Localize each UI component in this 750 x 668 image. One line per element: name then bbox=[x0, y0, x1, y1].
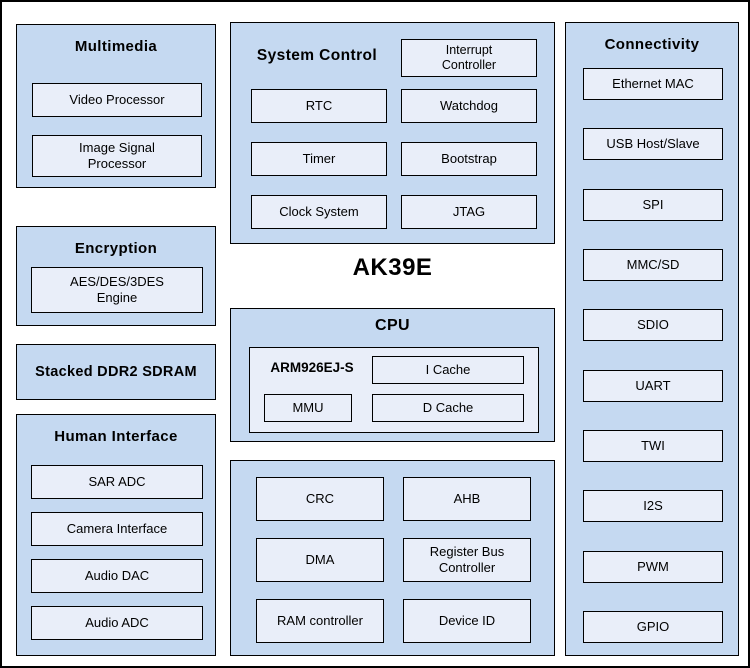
box-sdio: SDIO bbox=[583, 309, 723, 341]
box-watchdog: Watchdog bbox=[401, 89, 537, 123]
multimedia-block: Multimedia Video Processor Image Signal … bbox=[16, 24, 216, 188]
box-audio-dac: Audio DAC bbox=[31, 559, 203, 593]
box-image-signal-processor: Image Signal Processor bbox=[32, 135, 202, 177]
box-aes-des-engine: AES/DES/3DES Engine bbox=[31, 267, 203, 313]
multimedia-title: Multimedia bbox=[74, 38, 158, 55]
box-d-cache: D Cache bbox=[372, 394, 524, 422]
box-sar-adc: SAR ADC bbox=[31, 465, 203, 499]
box-pwm: PWM bbox=[583, 551, 723, 583]
connectivity-block: Connectivity Ethernet MAC USB Host/Slave… bbox=[565, 22, 739, 656]
cpu-title: CPU bbox=[375, 317, 410, 334]
box-gpio: GPIO bbox=[583, 611, 723, 643]
box-mmu: MMU bbox=[264, 394, 352, 422]
box-rtc: RTC bbox=[251, 89, 387, 123]
box-i-cache: I Cache bbox=[372, 356, 524, 384]
box-ahb: AHB bbox=[403, 477, 531, 521]
box-usb-host-slave: USB Host/Slave bbox=[583, 128, 723, 160]
human-interface-block: Human Interface SAR ADC Camera Interface… bbox=[16, 414, 216, 656]
box-twi: TWI bbox=[583, 430, 723, 462]
cpu-core-subblock: ARM926EJ-S I Cache MMU D Cache bbox=[249, 347, 539, 433]
box-audio-adc: Audio ADC bbox=[31, 606, 203, 640]
box-bootstrap: Bootstrap bbox=[401, 142, 537, 176]
box-interrupt-controller: Interrupt Controller bbox=[401, 39, 537, 77]
chip-title: AK39E bbox=[352, 254, 433, 281]
human-interface-title: Human Interface bbox=[54, 428, 178, 445]
box-i2s: I2S bbox=[583, 490, 723, 522]
sdram-block: Stacked DDR2 SDRAM bbox=[16, 344, 216, 400]
cpu-block: CPU ARM926EJ-S I Cache MMU D Cache bbox=[230, 308, 555, 442]
box-ram-controller: RAM controller bbox=[256, 599, 384, 643]
encryption-block: Encryption AES/DES/3DES Engine bbox=[16, 226, 216, 326]
box-camera-interface: Camera Interface bbox=[31, 512, 203, 546]
system-control-title: System Control bbox=[256, 47, 378, 64]
box-uart: UART bbox=[583, 370, 723, 402]
box-register-bus-controller: Register Bus Controller bbox=[403, 538, 531, 582]
box-ethernet-mac: Ethernet MAC bbox=[583, 68, 723, 100]
box-jtag: JTAG bbox=[401, 195, 537, 229]
box-device-id: Device ID bbox=[403, 599, 531, 643]
box-mmc-sd: MMC/SD bbox=[583, 249, 723, 281]
connectivity-title: Connectivity bbox=[604, 36, 700, 53]
encryption-title: Encryption bbox=[74, 240, 158, 257]
box-crc: CRC bbox=[256, 477, 384, 521]
bus-matrix-block: CRC AHB DMA Register Bus Controller RAM … bbox=[230, 460, 555, 656]
box-clock-system: Clock System bbox=[251, 195, 387, 229]
system-control-block: System Control Interrupt Controller RTC … bbox=[230, 22, 555, 244]
cpu-core-label: ARM926EJ-S bbox=[270, 360, 354, 375]
box-spi: SPI bbox=[583, 189, 723, 221]
box-timer: Timer bbox=[251, 142, 387, 176]
box-dma: DMA bbox=[256, 538, 384, 582]
box-video-processor: Video Processor bbox=[32, 83, 202, 117]
